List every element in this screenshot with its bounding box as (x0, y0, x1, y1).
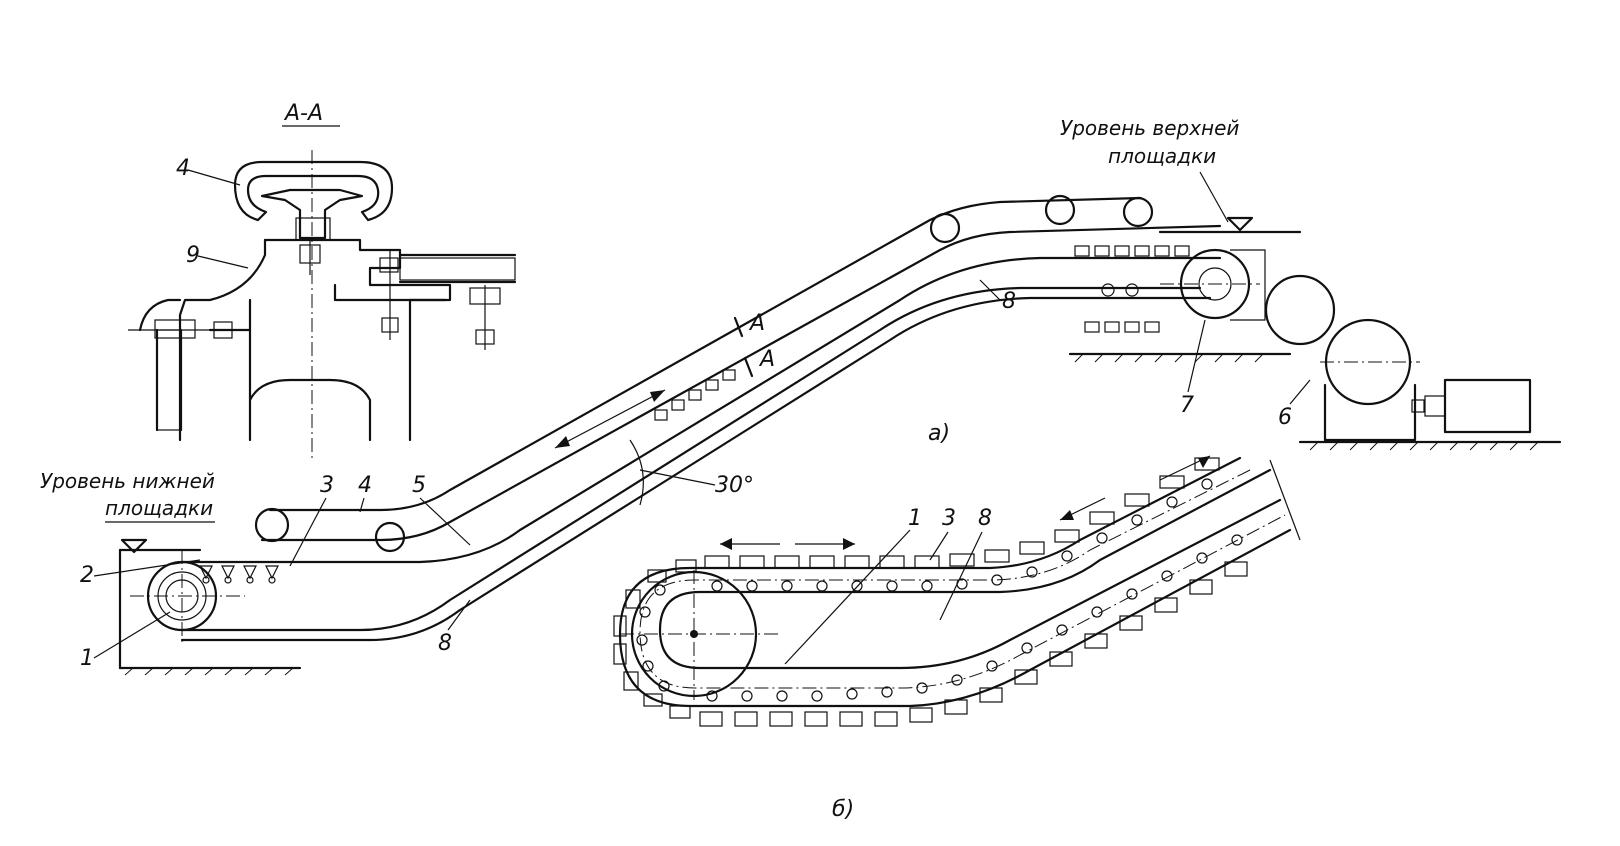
lower-steps (199, 565, 279, 584)
section-title: А-А (283, 101, 323, 126)
chain-steps-top (704, 457, 1220, 592)
handrail-section (233, 160, 394, 222)
lower-level-label-line2: площадки (105, 496, 213, 520)
motor (1443, 378, 1532, 434)
handrail-inner (260, 224, 1222, 542)
section-aa-detail: А-А 4 9 (128, 101, 517, 460)
part-label-4: 4 (358, 473, 372, 498)
upper-level-marker (1226, 216, 1254, 232)
lower-level-label-line1: Уровень нижней (40, 469, 215, 493)
handrail-upper (268, 196, 1142, 512)
lower-level-marker (120, 538, 148, 554)
sec-label-9: 9 (186, 243, 200, 268)
upper-level-label-line1: Уровень верхней (1060, 116, 1239, 140)
b-label-1: 1 (908, 506, 922, 531)
part-label-8-top: 8 (1002, 289, 1016, 314)
upper-level-label-line2: площадки (1108, 144, 1216, 168)
step-chain-view: 1 3 8 б) (613, 455, 1301, 822)
part-label-6: 6 (1278, 405, 1292, 430)
section-mark-top (733, 316, 744, 338)
section-mark-label-1: А (748, 311, 765, 336)
caption-b: б) (832, 797, 854, 822)
part-label-3: 3 (320, 473, 334, 498)
b-label-8: 8 (978, 506, 992, 531)
part-label-5: 5 (412, 473, 426, 498)
part-label-8-bottom: 8 (438, 631, 452, 656)
chain-steps-curve (613, 559, 697, 719)
drive-gear-small (1264, 274, 1336, 346)
upper-steps (1074, 245, 1190, 333)
truss-upper-edge (180, 256, 1222, 564)
sec-label-4: 4 (176, 156, 190, 181)
upper-sprocket (1179, 248, 1251, 320)
part-label-7: 7 (1180, 393, 1194, 418)
part-label-2: 2 (80, 563, 94, 588)
truss-lower-edge (180, 296, 1212, 642)
angle-arc (629, 439, 644, 506)
caption-a: а) (928, 421, 950, 446)
chain-inner-loop (658, 468, 1282, 670)
b-label-3: 3 (942, 506, 956, 531)
section-mark-label-2: А (758, 347, 775, 372)
incline-steps (654, 369, 736, 421)
section-mark-bottom (743, 356, 754, 378)
angle-label: 30° (715, 473, 754, 498)
escalator-side-view: А А 30° Уровень нижней площадки Уровень … (40, 116, 1562, 676)
part-label-1: 1 (80, 646, 94, 671)
chain-steps-bottom (699, 534, 1248, 727)
